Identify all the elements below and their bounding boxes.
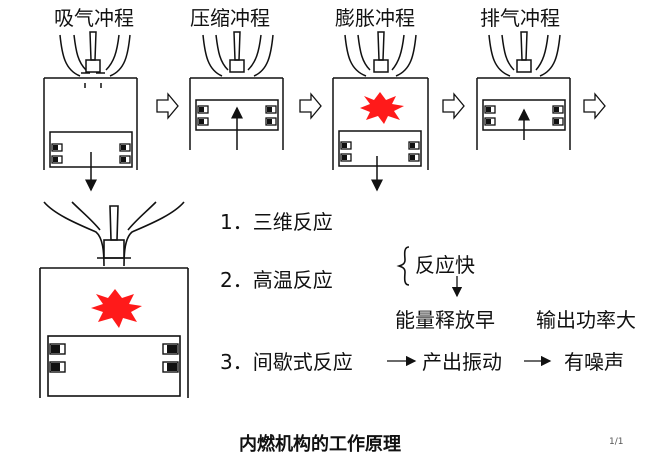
label-expansion-stroke: 膨胀冲程 xyxy=(335,6,415,30)
result-noise: 有噪声 xyxy=(564,350,624,374)
next-arrow-3 xyxy=(442,92,465,120)
explosion-2 xyxy=(91,289,142,328)
point-3: 3．间歇式反应 xyxy=(220,350,353,374)
brace xyxy=(396,246,410,286)
engine-intake xyxy=(43,31,138,192)
engine-exhaust xyxy=(476,31,571,150)
label-compression-stroke: 压缩冲程 xyxy=(190,6,270,30)
engine-compression xyxy=(189,31,284,150)
point-2: 2．高温反应 xyxy=(220,268,333,292)
next-arrow-1 xyxy=(156,92,179,120)
piston-rings-large xyxy=(49,343,179,373)
next-arrow-2 xyxy=(299,92,322,120)
diagram-title: 内燃机构的工作原理 xyxy=(239,434,401,455)
result-energy-release: 能量释放早 xyxy=(395,308,495,332)
engine-expansion xyxy=(332,31,429,192)
brace-result: 反应快 xyxy=(415,253,475,277)
result-vibration: 产出振动 xyxy=(422,350,502,374)
explosion-1 xyxy=(360,92,404,124)
engine-large xyxy=(39,201,189,398)
label-exhaust-stroke: 排气冲程 xyxy=(480,6,560,30)
result-output-power: 输出功率大 xyxy=(536,308,636,332)
page-number: 1/1 xyxy=(609,437,624,447)
label-intake-stroke: 吸气冲程 xyxy=(54,6,134,30)
next-arrow-4 xyxy=(583,92,606,120)
point-1: 1．三维反应 xyxy=(220,210,333,234)
